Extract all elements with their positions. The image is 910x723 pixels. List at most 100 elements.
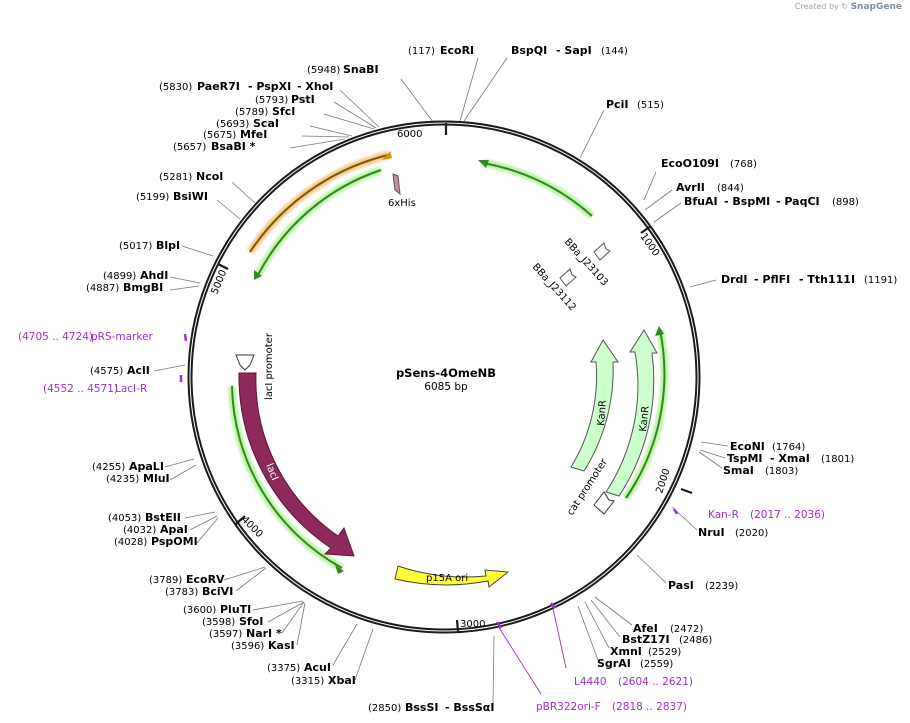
xmni-label[interactable]: XmnI [610,645,642,658]
bsteii-label[interactable]: BstEII [145,511,181,524]
nrui-label[interactable]: NruI [698,526,725,539]
tick-label-3000: 3000 [460,619,485,630]
paqci-label[interactable]: - PaqCI [776,195,820,208]
bfuai-label[interactable]: BfuAI [684,195,718,208]
laci-r-primer-label[interactable]: LacI-R [115,383,147,395]
bcivi-label[interactable]: BciVI [202,585,233,598]
ecorv-label[interactable]: EcoRV [186,573,225,586]
scai-label[interactable]: ScaI [253,117,279,130]
paer7i-label[interactable]: PaeR7I [197,80,240,93]
ahdi-label[interactable]: AhdI [140,269,168,282]
bmgbi-position: (4887) [86,283,119,294]
prs-marker-primer-position: (4705 .. 4724) [18,331,93,343]
leader-bfuai [653,202,682,223]
sapi-position: (144) [601,46,628,57]
laci-promoter-label: lacI promoter [264,332,275,400]
pspxi-label[interactable]: - PspXI [248,80,291,93]
l4440-primer-label[interactable]: L4440 [574,676,607,688]
snabi-label[interactable]: SnaBI [343,63,379,76]
nari-label[interactable]: NarI * [246,627,282,640]
bsssai-label[interactable]: - BssSαI [445,701,494,714]
sfoi-position: (3598) [202,617,235,628]
pluti-label[interactable]: PluTI [220,603,251,616]
acli-label[interactable]: AclI [127,364,150,377]
ecorv-position: (3789) [149,575,182,586]
tspmi-label[interactable]: TspMI [727,452,763,465]
tspmi-position: (1801) [821,454,854,465]
leader-blpi [181,245,214,257]
kanr-arrow-outer [605,329,658,497]
arrowhead-right [655,326,664,336]
leader-pasi [636,554,667,584]
bsabi-position: (5657) [173,142,206,153]
blpi-position: (5017) [119,241,152,252]
prs-marker-primer-label[interactable]: pRS-marker [91,331,154,343]
acui-label[interactable]: AcuI [304,661,331,674]
leader-afei [594,596,633,626]
ecoo109i-label[interactable]: EcoO109I [661,157,719,170]
credit-brand: SnapGene [850,2,902,12]
leader-drdi [689,279,717,288]
pflfi-label[interactable]: - PflFI [754,273,790,286]
kan-r-primer-label[interactable]: Kan-R [708,509,739,521]
kasi-label[interactable]: KasI [268,639,295,652]
psti-label[interactable]: PstI [291,93,315,106]
arc-orange [249,154,389,253]
apai-label[interactable]: ApaI [160,523,188,536]
l4440-primer-position: (2604 .. 2621) [618,676,693,688]
leader-econi [700,441,729,447]
scai-position: (5693) [216,119,249,130]
laci-r-primer-position: (4552 .. 4571) [43,383,118,395]
smai-label[interactable]: SmaI [723,464,754,477]
pcii-label[interactable]: PciI [606,98,628,111]
leader-xmni [584,601,610,649]
nrui-position: (2020) [735,528,768,539]
bmgbi-label[interactable]: BmgBI [123,281,163,294]
arc-glow-top-right [482,159,595,219]
xmai-label[interactable]: - XmaI [770,452,810,465]
p15a-ori-label: p15A ori [426,573,468,584]
sfci-label[interactable]: SfcI [272,105,295,118]
pbr322ori-primer-label[interactable]: pBR322ori-F [536,701,601,713]
xhoi-label[interactable]: - XhoI [297,80,333,93]
sapi-label[interactable]: - SapI [556,44,592,57]
econi-label[interactable]: EcoNI [730,440,765,453]
pasi-position: (2239) [705,581,738,592]
bsssi-label[interactable]: BssSI [405,701,439,714]
bsabi-label[interactable]: BsaBI * [211,140,256,153]
bstz17i-label[interactable]: BstZ17I [622,633,670,646]
leader-snabi [400,78,434,123]
pasi-label[interactable]: PasI [668,579,694,592]
tick-mark-4000 [235,515,246,525]
leader-acli [153,364,186,372]
bspmi-label[interactable]: - BspMI [724,195,770,208]
xbai-label[interactable]: XbaI [328,674,356,687]
leader-ahdi [169,276,201,284]
feature-arcs [228,151,669,574]
leader-bsteii [184,511,216,519]
avrii-label[interactable]: AvrII [676,181,705,194]
tick-marks [217,123,693,632]
blpi-label[interactable]: BlpI [156,239,180,252]
bspqi-label[interactable]: BspQI [511,44,547,57]
backbone-inner-line [189,122,699,632]
tth111i-label[interactable]: - Tth111I [799,273,855,286]
pspomi-label[interactable]: PspOMI [151,535,198,548]
apali-label[interactable]: ApaLI [129,460,164,473]
mlui-label[interactable]: MluI [143,472,170,485]
sgrai-label[interactable]: SgrAI [597,657,631,670]
mfei-label[interactable]: MfeI [240,128,267,141]
kan-r-primer-position: (2017 .. 2036) [750,509,825,521]
ncoi-label[interactable]: NcoI [196,170,223,183]
afei-label[interactable]: AfeI [633,622,658,635]
sfoi-label[interactable]: SfoI [239,615,263,628]
ecori-label[interactable]: EcoRI [440,44,474,57]
p15a-ori-arrow [394,565,510,588]
drdi-label[interactable]: DrdI [721,273,748,286]
econi-position: (1764) [772,442,805,453]
bsiwi-label[interactable]: BsiWI [173,190,208,203]
arrowhead-laci-promoter [335,565,344,574]
bstz17i-position: (2486) [679,635,712,646]
acli-position: (4575) [90,366,123,377]
